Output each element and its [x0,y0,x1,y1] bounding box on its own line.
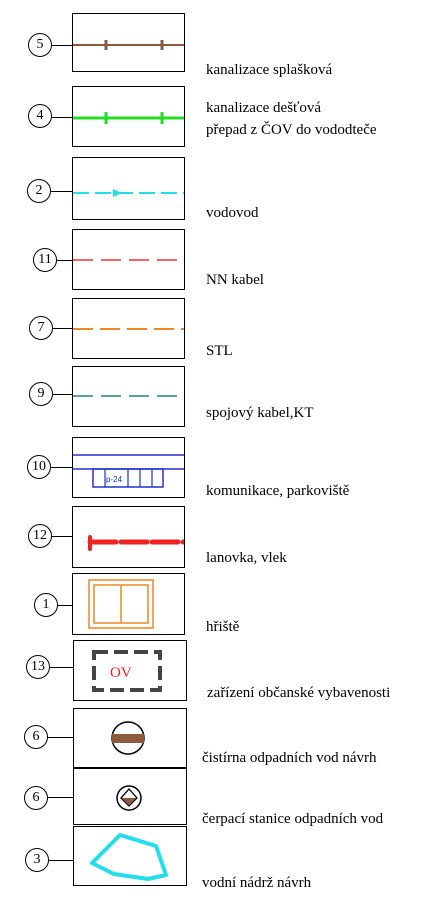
legend-label: spojový kabel,KT [206,405,314,421]
symbol-box [72,157,185,220]
legend-label: přepad z ČOV do vododteče [206,122,377,138]
legend-label: kanalizace dešťová [206,100,322,116]
leader-line [52,45,73,46]
symbol-box: OV [73,640,187,701]
symbol-box: p-24 [72,437,185,498]
orange-dashed-line-icon [73,328,184,330]
legend-label: STL [206,343,233,359]
symbol-box [72,13,185,72]
road-parking-icon: p-24 [73,454,184,488]
legend-label: kanalizace splašková [206,62,333,78]
legend-label: vodní nádrž návrh [202,875,312,891]
legend-label: hřiště [206,619,240,635]
leader-line [50,667,74,668]
legend-number: 13 [26,655,50,679]
legend-number: 9 [29,382,53,406]
legend-label: NN kabel [206,272,264,288]
treatment-plant-icon [111,721,145,755]
legend-number: 11 [33,248,57,272]
leader-line [53,328,73,329]
parking-label: p-24 [106,475,123,484]
legend-number: 3 [25,848,49,872]
leader-line [53,394,73,395]
legend-number: 4 [28,104,52,128]
red-dashed-line-icon [73,259,184,261]
legend-number: 7 [29,316,53,340]
green-storm-line-icon [73,112,184,124]
legend-number: 5 [28,33,52,57]
legend-label: komunikace, parkoviště [206,483,350,499]
leader-line [57,260,73,261]
leader-line [52,536,73,537]
legend-number: 2 [27,179,51,203]
pumping-station-icon [116,785,142,811]
symbol-box [73,708,187,768]
symbol-box [72,573,185,635]
symbol-box [72,506,185,568]
legend-number: 10 [27,455,51,479]
teal-dashed-line-icon [73,395,184,397]
civic-facility-icon: OV [92,650,162,692]
leader-line [51,467,73,468]
ov-label: OV [110,665,132,681]
water-reservoir-icon [90,833,168,881]
legend-number: 1 [34,593,58,617]
leader-line [58,605,73,606]
leader-line [48,797,74,798]
legend-number: 6 [24,725,48,749]
symbol-box [72,86,185,147]
cableway-icon [87,535,184,551]
symbol-box [72,298,185,359]
symbol-box [73,768,187,825]
playground-icon [88,579,154,629]
leader-line [51,191,73,192]
symbol-box [73,826,187,886]
brown-sewer-line-icon [73,40,184,50]
symbol-box [72,229,185,290]
legend-label: čerpací stanice odpadních vod [202,811,384,827]
cyan-water-line-icon [73,189,184,197]
legend-number: 6 [24,786,48,810]
leader-line [49,860,74,861]
legend-number: 12 [28,524,52,548]
leader-line [48,737,74,738]
legend-label: zařízení občanské vybavenosti [207,685,391,701]
legend-label: čistírna odpadních vod návrh [202,750,377,766]
symbol-box [72,366,185,427]
legend-label: vodovod [206,205,259,221]
leader-line [52,117,73,118]
legend-label: lanovka, vlek [206,550,287,566]
